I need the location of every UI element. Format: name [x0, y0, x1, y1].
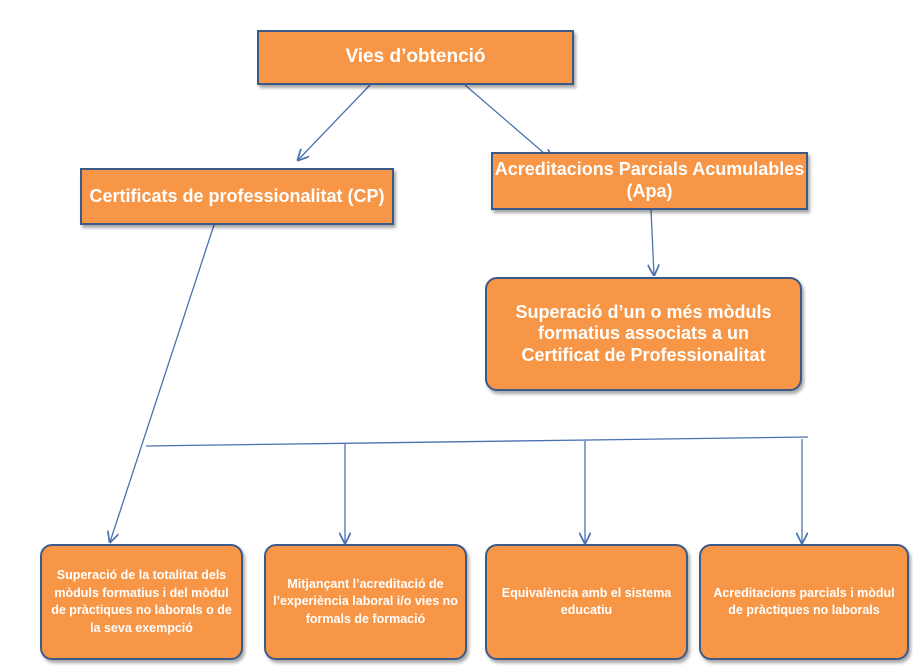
node-superacio-moduls-label: Superació d’un o més mòduls formatius as… [515, 301, 772, 365]
node-acreditacions-parcials-acumulables: Acreditacions Parcials Acumulables (Apa) [491, 152, 808, 210]
node-superacio-totalitat: Superació de la totalitat dels mòduls fo… [40, 544, 243, 660]
arrow-root-to-cp [298, 84, 371, 160]
arrow-apa-to-superacio-modul [651, 209, 654, 275]
node-equivalencia-sistema-educatiu: Equivalència amb el sistema educatiu [485, 544, 688, 660]
node-mitjancant-acreditacio-label: Mitjançant l’acreditació de l’experiènci… [273, 576, 458, 626]
node-certificats-professionalitat-label: Certificats de professionalitat (CP) [89, 185, 385, 206]
node-equivalencia-sistema-educatiu-label: Equivalència amb el sistema educatiu [501, 585, 672, 618]
node-mitjancant-acreditacio: Mitjançant l’acreditació de l’experiènci… [264, 544, 467, 660]
node-acreditacions-parcials-practiques-label: Acreditacions parcials i mòdul de pràcti… [713, 585, 895, 618]
arrow-cp-to-superacio-totalitat [110, 224, 215, 542]
node-vies-obtencio-label: Vies d’obtenció [345, 46, 486, 68]
node-certificats-professionalitat: Certificats de professionalitat (CP) [80, 168, 394, 225]
node-superacio-moduls: Superació d’un o més mòduls formatius as… [485, 277, 802, 391]
node-vies-obtencio: Vies d’obtenció [257, 30, 574, 85]
node-acreditacions-parcials-acumulables-label: Acreditacions Parcials Acumulables (Apa) [494, 159, 805, 201]
node-acreditacions-parcials-practiques: Acreditacions parcials i mòdul de pràcti… [699, 544, 909, 660]
horizontal-bus-line [145, 436, 809, 447]
node-superacio-totalitat-label: Superació de la totalitat dels mòduls fo… [51, 568, 232, 635]
arrow-root-to-apa [464, 84, 552, 160]
